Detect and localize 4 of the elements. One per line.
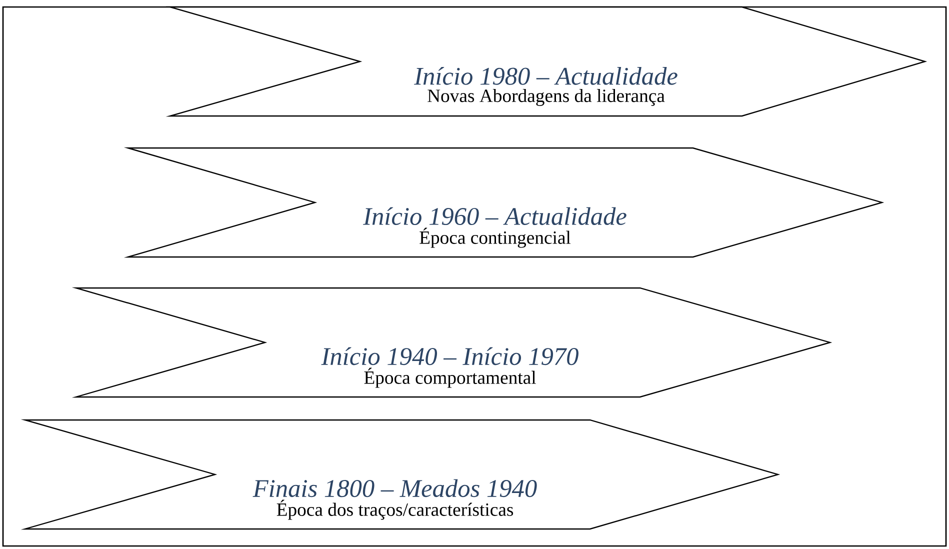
chevron-box: Início 1980 – Actualidade Novas Abordagens da liderança — [166, 6, 928, 117]
chevron-box: Início 1940 – Início 1970 Época comportamental — [72, 287, 832, 398]
chevron-box: Finais 1800 – Meados 1940 Época dos traços/características — [20, 419, 780, 530]
chevron-box: Início 1960 – Actualidade Época contingencial — [124, 147, 884, 258]
